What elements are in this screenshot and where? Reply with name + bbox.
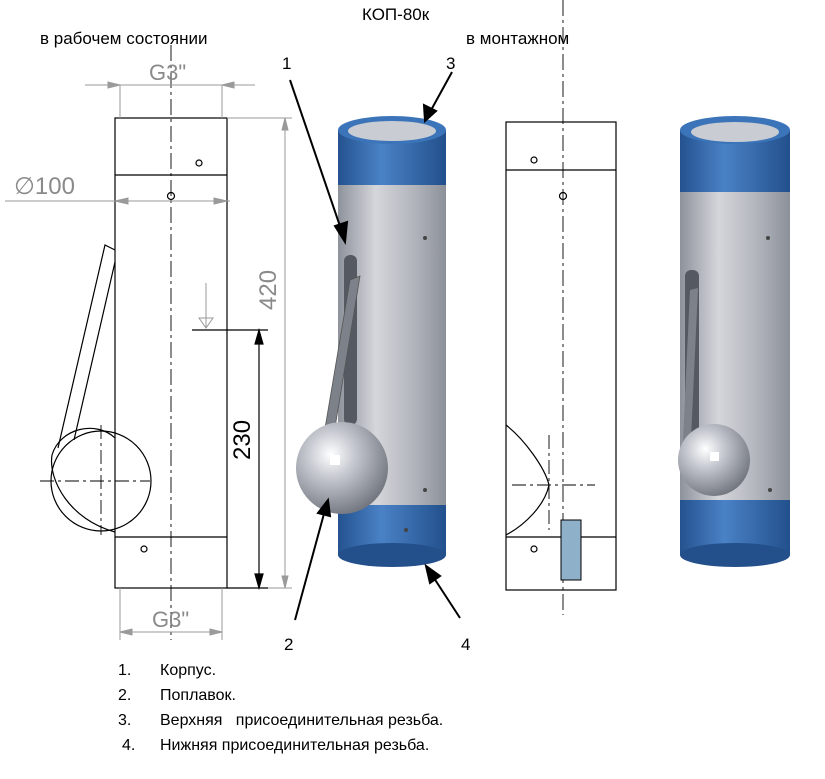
legend-num: 1. (118, 662, 132, 679)
drawing-working-state (40, 45, 228, 640)
legend-num: 2. (118, 687, 132, 704)
callout-3: 3 (446, 54, 456, 73)
drawing-mounting-state (505, 0, 617, 615)
body-outline-mount (505, 121, 617, 591)
float-arm (57, 244, 116, 449)
legend-text: Нижняя присоединительная резьба. (160, 737, 430, 754)
legend-text: Верхняя присоединительная резьба. (160, 712, 444, 729)
render-working-state (296, 116, 446, 567)
top-cap-inner (348, 121, 436, 141)
dim-float-height: 230 (229, 420, 256, 460)
callout-4: 4 (461, 635, 471, 654)
render-mounting-state (678, 116, 790, 567)
view-label-working: в рабочем состоянии (40, 29, 208, 48)
dimension-lines (5, 81, 292, 640)
figure-title: КОП-80к (362, 5, 430, 24)
hole-top (195, 159, 203, 167)
dim-height: 420 (255, 270, 282, 310)
dim-thread-top: G3" (149, 60, 186, 85)
mounting-block (560, 519, 582, 581)
dim-thread-bottom: G3" (152, 607, 189, 632)
legend-text: Корпус. (160, 662, 217, 679)
dim-diameter: ∅100 (14, 173, 75, 200)
hole-center (166, 191, 176, 201)
float-housing (50, 427, 116, 533)
dimension-230 (192, 327, 268, 591)
bottom-cap-edge (338, 543, 446, 567)
hole-bottom (140, 545, 148, 553)
ball-highlight (330, 455, 340, 465)
callout-1: 1 (282, 54, 292, 73)
legend-text: Поплавок. (160, 687, 236, 704)
callout-2: 2 (284, 635, 294, 654)
legend-num: 4. (122, 737, 136, 754)
callout-arrows (289, 71, 461, 621)
view-label-mounting: в монтажном (466, 29, 570, 48)
float-ball-3d (296, 422, 388, 514)
legend-num: 3. (118, 712, 132, 729)
